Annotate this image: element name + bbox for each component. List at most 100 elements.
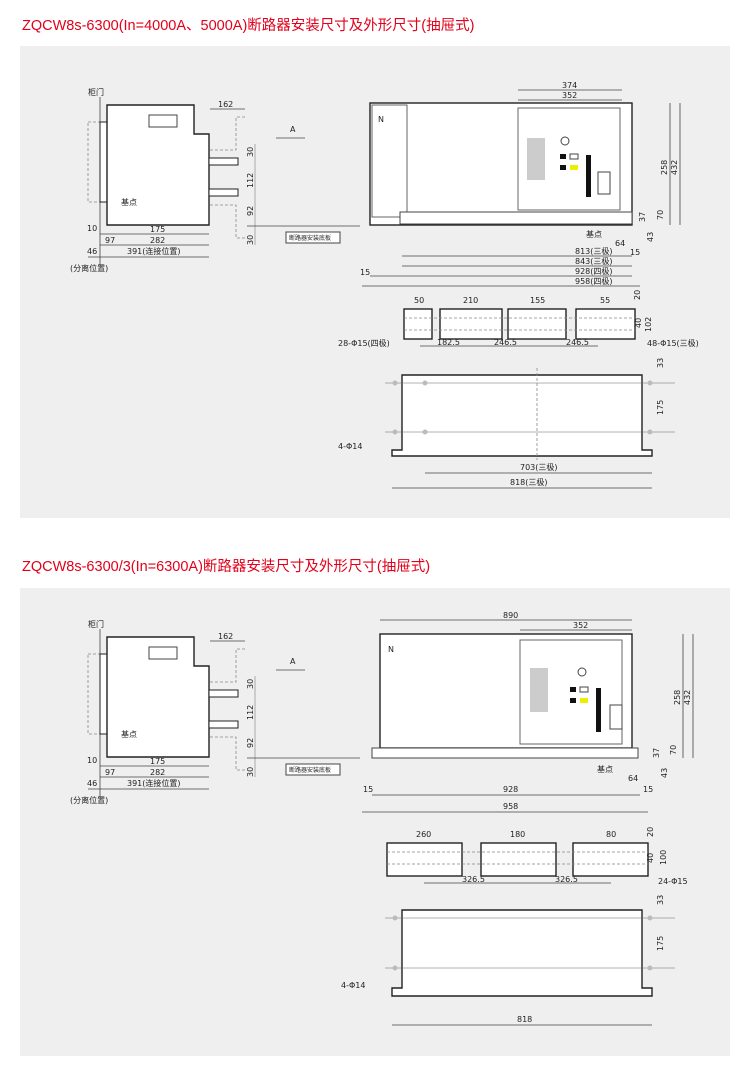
dim-40: 40 xyxy=(634,318,643,328)
dim-64: 64 xyxy=(615,239,625,248)
dim-175: 175 xyxy=(150,757,165,766)
dim-33: 33 xyxy=(656,895,665,905)
dim-15: 15 xyxy=(360,268,370,277)
dim-46: 46 xyxy=(87,779,97,788)
label-base-point: 基点 xyxy=(597,764,613,774)
dim-374: 374 xyxy=(562,81,577,90)
side-view-1: 柜门 162 A 30 112 92 30 基点 10 175 97 282 3… xyxy=(70,87,360,273)
section-1-title: ZQCW8s-6300(In=4000A、5000A)断路器安装尺寸及外形尺寸(… xyxy=(22,18,475,34)
dim-30: 30 xyxy=(246,679,255,689)
dim-432: 432 xyxy=(683,690,692,705)
dim-182-5: 182.5 xyxy=(437,338,460,347)
dim-97: 97 xyxy=(105,236,115,245)
dim-326-5: 326.5 xyxy=(462,875,485,884)
dim-20: 20 xyxy=(633,290,642,300)
dim-92: 92 xyxy=(246,738,255,748)
dim-40: 40 xyxy=(646,853,655,863)
dim-70: 70 xyxy=(669,745,678,755)
label-mount-plate: 断路器安装底板 xyxy=(289,766,331,774)
dim-928: 928(四极) xyxy=(575,266,613,276)
label-separated: (分离位置) xyxy=(70,263,108,273)
label-holes: 4-Φ14 xyxy=(338,442,362,451)
front-view-2: N 890 352 258 432 37 70 43 基点 64 15 928 … xyxy=(362,611,694,813)
dim-20: 20 xyxy=(646,827,655,837)
dim-282: 282 xyxy=(150,236,165,245)
dim-890: 890 xyxy=(503,611,518,620)
dim-258: 258 xyxy=(660,160,669,175)
label-a: A xyxy=(290,657,296,666)
dim-55: 55 xyxy=(600,296,610,305)
dim-92: 92 xyxy=(246,206,255,216)
dim-15: 15 xyxy=(363,785,373,794)
dim-64: 64 xyxy=(628,774,638,783)
front-view-1: N 374 352 258 432 37 70 43 基点 64 15 813(… xyxy=(360,81,681,287)
dim-175: 175 xyxy=(656,400,665,415)
dim-246-5: 246.5 xyxy=(566,338,589,347)
label-holes-4p: 28-Φ15(四极) xyxy=(338,338,390,348)
busbar-view-1: 50 210 155 55 20 40 102 28-Φ15(四极) 182.5… xyxy=(338,290,699,348)
dim-260: 260 xyxy=(416,830,431,839)
label-door: 柜门 xyxy=(88,619,104,629)
label-a: A xyxy=(290,125,296,134)
busbar-view-2: 260 180 80 20 40 100 326.5 326.5 24-Φ15 xyxy=(386,827,688,886)
label-base-point: 基点 xyxy=(121,729,137,739)
label-holes-3p: 48-Φ15(三极) xyxy=(647,338,699,348)
label-door: 柜门 xyxy=(88,87,104,97)
dim-37: 37 xyxy=(638,212,647,222)
dim-33: 33 xyxy=(656,358,665,368)
dim-162: 162 xyxy=(218,100,233,109)
dim-100: 100 xyxy=(659,850,668,865)
dim-155: 155 xyxy=(530,296,545,305)
label-n: N xyxy=(378,115,384,124)
dim-958: 958 xyxy=(503,802,518,811)
label-base-point: 基点 xyxy=(121,197,137,207)
dim-46: 46 xyxy=(87,247,97,256)
dim-352: 352 xyxy=(573,621,588,630)
dim-282: 282 xyxy=(150,768,165,777)
dim-112: 112 xyxy=(246,705,255,720)
dim-258: 258 xyxy=(673,690,682,705)
dim-30: 30 xyxy=(246,767,255,777)
dim-80: 80 xyxy=(606,830,616,839)
dim-30: 30 xyxy=(246,147,255,157)
dim-50: 50 xyxy=(414,296,424,305)
label-base-point: 基点 xyxy=(586,229,602,239)
dim-703: 703(三极) xyxy=(520,462,558,472)
dim-10: 10 xyxy=(87,756,97,765)
dim-70: 70 xyxy=(656,210,665,220)
dim-10: 10 xyxy=(87,224,97,233)
dim-43: 43 xyxy=(660,768,669,778)
dim-928: 928 xyxy=(503,785,518,794)
dim-102: 102 xyxy=(644,317,653,332)
dim-97: 97 xyxy=(105,768,115,777)
dim-175: 175 xyxy=(656,936,665,951)
dim-391: 391(连接位置) xyxy=(127,778,181,788)
dim-30: 30 xyxy=(246,235,255,245)
dim-818: 818 xyxy=(517,1015,532,1024)
bottom-view-1: 33 175 4-Φ14 703(三极) 818(三极) xyxy=(338,358,675,489)
dim-813: 813(三极) xyxy=(575,246,613,256)
label-holes: 4-Φ14 xyxy=(341,981,365,990)
dim-843: 843(三极) xyxy=(575,256,613,266)
dim-112: 112 xyxy=(246,173,255,188)
dim-958: 958(四极) xyxy=(575,276,613,286)
dim-43: 43 xyxy=(646,232,655,242)
dim-175: 175 xyxy=(150,225,165,234)
dim-15: 15 xyxy=(643,785,653,794)
label-separated: (分离位置) xyxy=(70,795,108,805)
bottom-view-2: 33 175 4-Φ14 818 xyxy=(341,895,675,1026)
side-view-2: 柜门 162 A 30 112 92 30 基点 10 175 97 282 3… xyxy=(70,619,360,805)
dim-326-5: 326.5 xyxy=(555,875,578,884)
label-holes: 24-Φ15 xyxy=(658,877,688,886)
dim-210: 210 xyxy=(463,296,478,305)
dim-818: 818(三极) xyxy=(510,477,548,487)
dim-162: 162 xyxy=(218,632,233,641)
dim-180: 180 xyxy=(510,830,525,839)
label-mount-plate: 断路器安装底板 xyxy=(289,234,331,242)
dim-391: 391(连接位置) xyxy=(127,246,181,256)
dim-352: 352 xyxy=(562,91,577,100)
section-2-title: ZQCW8s-6300/3(In=6300A)断路器安装尺寸及外形尺寸(抽屉式) xyxy=(22,559,431,575)
dim-15: 15 xyxy=(630,248,640,257)
dim-432: 432 xyxy=(670,160,679,175)
